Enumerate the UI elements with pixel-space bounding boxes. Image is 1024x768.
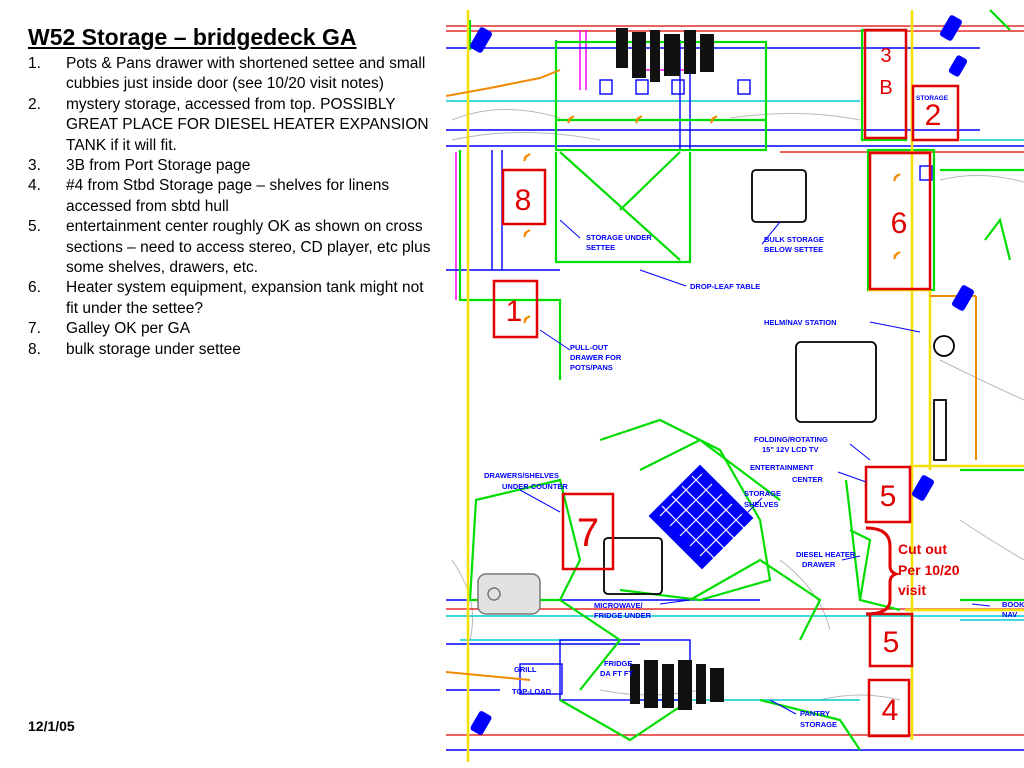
note-text: Heater system equipment, expansion tank … bbox=[66, 279, 424, 317]
leader-lines bbox=[519, 219, 991, 715]
cad-label-pullout-2: DRAWER FOR bbox=[570, 353, 622, 362]
cutout-note-line1: Cut out bbox=[898, 541, 947, 557]
note-text: #4 from Stbd Storage page – shelves for … bbox=[66, 177, 390, 215]
cad-label-ent-1: ENTERTAINMENT bbox=[750, 463, 814, 472]
cad-label-fridge-1: FRIDGE bbox=[604, 659, 632, 668]
note-item: 7. Galley OK per GA bbox=[28, 319, 436, 339]
cad-label-pullout-1: PULL-OUT bbox=[570, 343, 608, 352]
callout-boxes bbox=[492, 28, 960, 738]
callout-box-8 bbox=[501, 168, 547, 226]
callout-7: 7 bbox=[577, 511, 599, 555]
yellow-lines bbox=[466, 10, 1024, 762]
callout-3b-line1: 3 bbox=[880, 45, 891, 67]
cad-drawing: 3 B 2 8 6 1 5 7 5 4 Cut out Per 10/20 vi… bbox=[446, 6, 1024, 762]
note-text: Galley OK per GA bbox=[66, 320, 191, 338]
blue-hatches bbox=[470, 15, 974, 735]
note-item: 6. Heater system equipment, expansion tan… bbox=[28, 278, 436, 319]
green-furniture bbox=[458, 9, 1024, 751]
note-item: 3. 3B from Port Storage page bbox=[28, 156, 436, 176]
cad-label-tv-1: FOLDING/ROTATING bbox=[754, 435, 828, 444]
page-title: W52 Storage – bridgedeck GA bbox=[28, 24, 357, 50]
cutout-note: Cut out Per 10/20 visit bbox=[898, 541, 960, 598]
note-number: 3. bbox=[28, 157, 41, 175]
note-text: bulk storage under settee bbox=[66, 340, 241, 358]
callout-box-3b bbox=[863, 28, 908, 140]
note-number: 2. bbox=[28, 95, 41, 113]
cad-label-diesel-1: DIESEL HEATER bbox=[796, 550, 856, 559]
callout-1: 1 bbox=[506, 295, 523, 328]
cad-label-bulk-storage-1: BULK STORAGE bbox=[764, 235, 824, 244]
cad-labels: STORAGE STORAGE UNDER SETTEE BULK STORAG… bbox=[484, 95, 1024, 729]
cad-label-drawers-1: DRAWERS/SHELVES bbox=[484, 471, 559, 480]
cad-drawing-svg: 3 B 2 8 6 1 5 7 5 4 Cut out Per 10/20 vi… bbox=[446, 9, 1024, 762]
cad-label-grill-2: TOP-LOAD bbox=[512, 687, 552, 696]
cad-label-pullout-3: POTS/PANS bbox=[570, 363, 613, 372]
machinery-blocks bbox=[616, 28, 724, 710]
cad-label-storage-under-settee-2: SETTEE bbox=[586, 243, 615, 252]
date-label: 12/1/05 bbox=[28, 718, 75, 734]
cad-label-drop-leaf-table: DROP-LEAF TABLE bbox=[690, 282, 760, 291]
cad-label-tv-2: 15" 12V LCD TV bbox=[762, 445, 819, 454]
callout-box-6 bbox=[868, 151, 932, 291]
cad-label-edge-2: NAV bbox=[1002, 610, 1017, 619]
note-item: 1. Pots & Pans drawer with shortened sett… bbox=[28, 54, 436, 95]
note-text: 3B from Port Storage page bbox=[66, 157, 251, 175]
callout-3b-line2: B bbox=[879, 77, 892, 99]
cad-label-edge-1: BOOK bbox=[1002, 600, 1024, 609]
cad-label-bulk-storage-2: BELOW SETTEE bbox=[764, 245, 823, 254]
note-text: mystery storage, accessed from top. POSS… bbox=[66, 95, 429, 154]
note-number: 5. bbox=[28, 218, 41, 236]
note-item: 5. entertainment center roughly OK as sho… bbox=[28, 217, 436, 278]
cutout-note-line3: visit bbox=[898, 582, 926, 598]
note-number: 6. bbox=[28, 279, 41, 297]
cad-label-storage-under-settee-1: STORAGE UNDER bbox=[586, 233, 652, 242]
note-text: entertainment center roughly OK as shown… bbox=[66, 218, 431, 277]
note-item: 4. #4 from Stbd Storage page – shelves fo… bbox=[28, 176, 436, 217]
orange-elements bbox=[446, 69, 977, 681]
callout-box-5-upper bbox=[864, 465, 912, 524]
note-number: 1. bbox=[28, 55, 41, 72]
cad-label-microwave-1: MICROWAVE/ bbox=[594, 601, 644, 610]
callout-5-lower: 5 bbox=[883, 626, 900, 659]
callout-6: 6 bbox=[891, 207, 908, 240]
cad-label-diesel-2: DRAWER bbox=[802, 560, 836, 569]
cad-label-pantry-2: STORAGE bbox=[800, 720, 837, 729]
note-number: 8. bbox=[28, 340, 41, 358]
blue-structure-lines bbox=[446, 40, 1024, 751]
cad-label-shelves-2: SHELVES bbox=[744, 500, 778, 509]
callout-box-4 bbox=[867, 678, 911, 738]
notes-list: 1. Pots & Pans drawer with shortened sett… bbox=[28, 54, 436, 360]
cad-label-helm-station: HELM/NAV STATION bbox=[764, 318, 837, 327]
black-equipment bbox=[603, 169, 955, 595]
cad-label-shelves-1: STORAGE bbox=[744, 489, 781, 498]
note-item: 8. bulk storage under settee bbox=[28, 340, 436, 360]
callout-box-7 bbox=[561, 492, 615, 571]
cutout-brace bbox=[865, 526, 901, 616]
callout-2: 2 bbox=[925, 99, 942, 132]
cad-label-pantry-1: PANTRY bbox=[800, 709, 830, 718]
cad-label-grill-1: GRILL bbox=[514, 665, 537, 674]
sink bbox=[477, 573, 541, 615]
cad-label-microwave-2: FRIDGE UNDER bbox=[594, 611, 652, 620]
callout-5-upper: 5 bbox=[880, 480, 897, 513]
cad-label-ent-2: CENTER bbox=[792, 475, 823, 484]
note-number: 7. bbox=[28, 320, 41, 338]
blue-grille bbox=[648, 464, 754, 570]
cad-label-storage: STORAGE bbox=[916, 95, 949, 102]
callout-numbers: 3 B 2 8 6 1 5 7 5 4 bbox=[506, 45, 942, 727]
note-text: Pots & Pans drawer with shortened settee… bbox=[66, 55, 426, 93]
callout-box-5-lower bbox=[868, 612, 914, 668]
note-number: 4. bbox=[28, 177, 41, 195]
cutout-note-line2: Per 10/20 bbox=[898, 562, 960, 578]
callout-8: 8 bbox=[515, 184, 532, 217]
cad-label-drawers-2: UNDER COUNTER bbox=[502, 482, 568, 491]
callout-box-1 bbox=[492, 279, 539, 339]
note-item: 2. mystery storage, accessed from top. PO… bbox=[28, 95, 436, 156]
callout-box-2 bbox=[911, 84, 960, 142]
callout-4: 4 bbox=[882, 694, 899, 727]
cad-label-fridge-2: DA FT FT bbox=[600, 669, 633, 678]
